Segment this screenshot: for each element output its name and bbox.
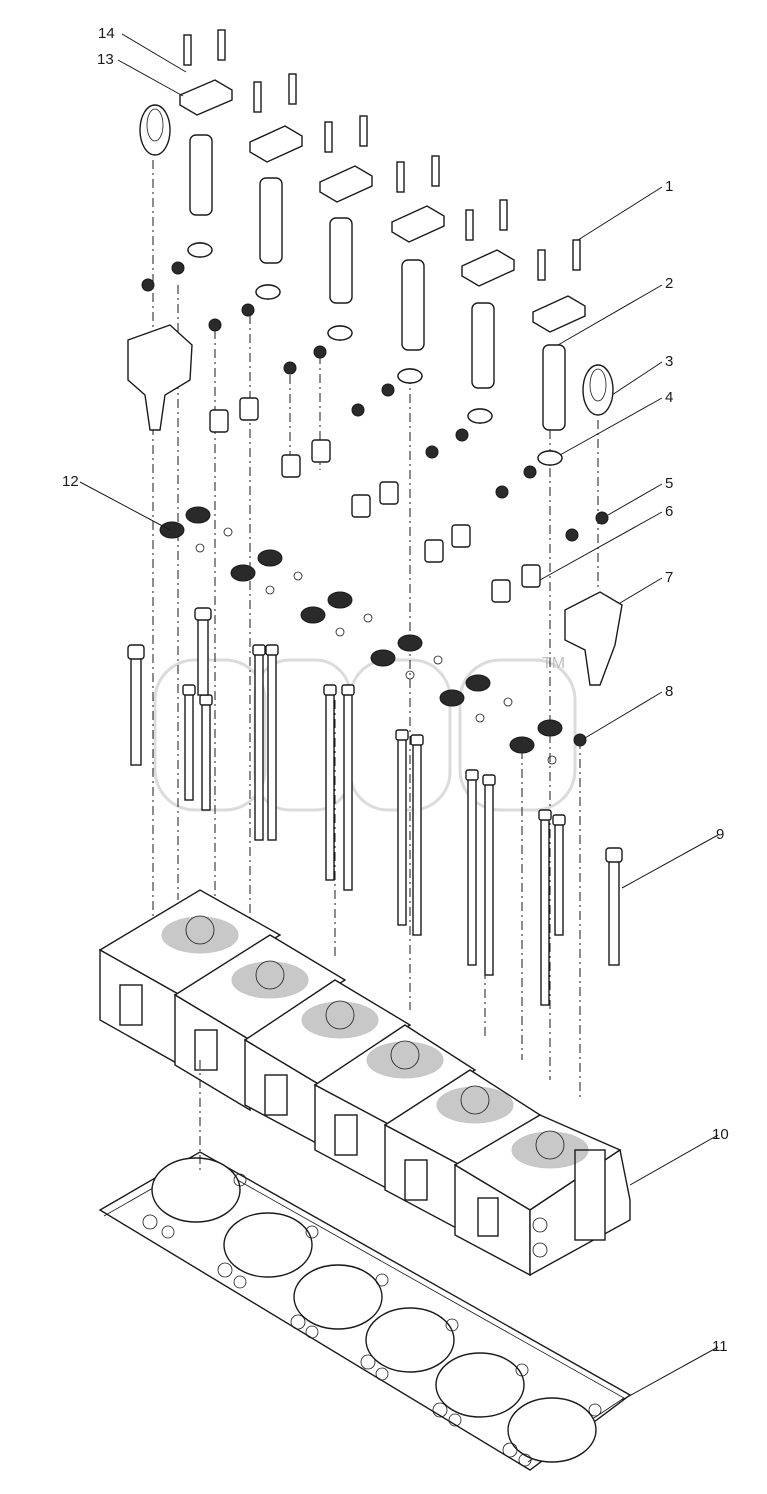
head-bolts — [127, 607, 623, 1006]
callout-11: 11 — [712, 1338, 728, 1355]
watermark-tm: TM — [542, 655, 565, 672]
callout-12: 12 — [62, 473, 79, 490]
callout-8: 8 — [665, 683, 673, 700]
callouts: 1 2 3 4 5 6 7 8 9 10 11 12 13 14 — [62, 25, 729, 1355]
callout-1: 1 — [665, 178, 673, 195]
callout-9: 9 — [716, 826, 724, 843]
rocker-brackets — [179, 29, 586, 466]
leader-lines — [79, 33, 719, 1401]
callout-5: 5 — [665, 475, 673, 492]
callout-3: 3 — [665, 353, 673, 370]
callout-13: 13 — [97, 51, 114, 68]
cylinder-heads — [98, 889, 631, 1277]
callout-7: 7 — [665, 569, 673, 586]
callout-10: 10 — [712, 1126, 729, 1143]
small-hardware — [141, 242, 609, 765]
callout-6: 6 — [665, 503, 673, 520]
callout-14: 14 — [98, 25, 115, 42]
head-gasket — [98, 1151, 632, 1471]
lifting-eyes — [127, 104, 623, 686]
callout-4: 4 — [665, 389, 673, 406]
callout-2: 2 — [665, 275, 673, 292]
watermark-logo: TM — [153, 655, 577, 812]
